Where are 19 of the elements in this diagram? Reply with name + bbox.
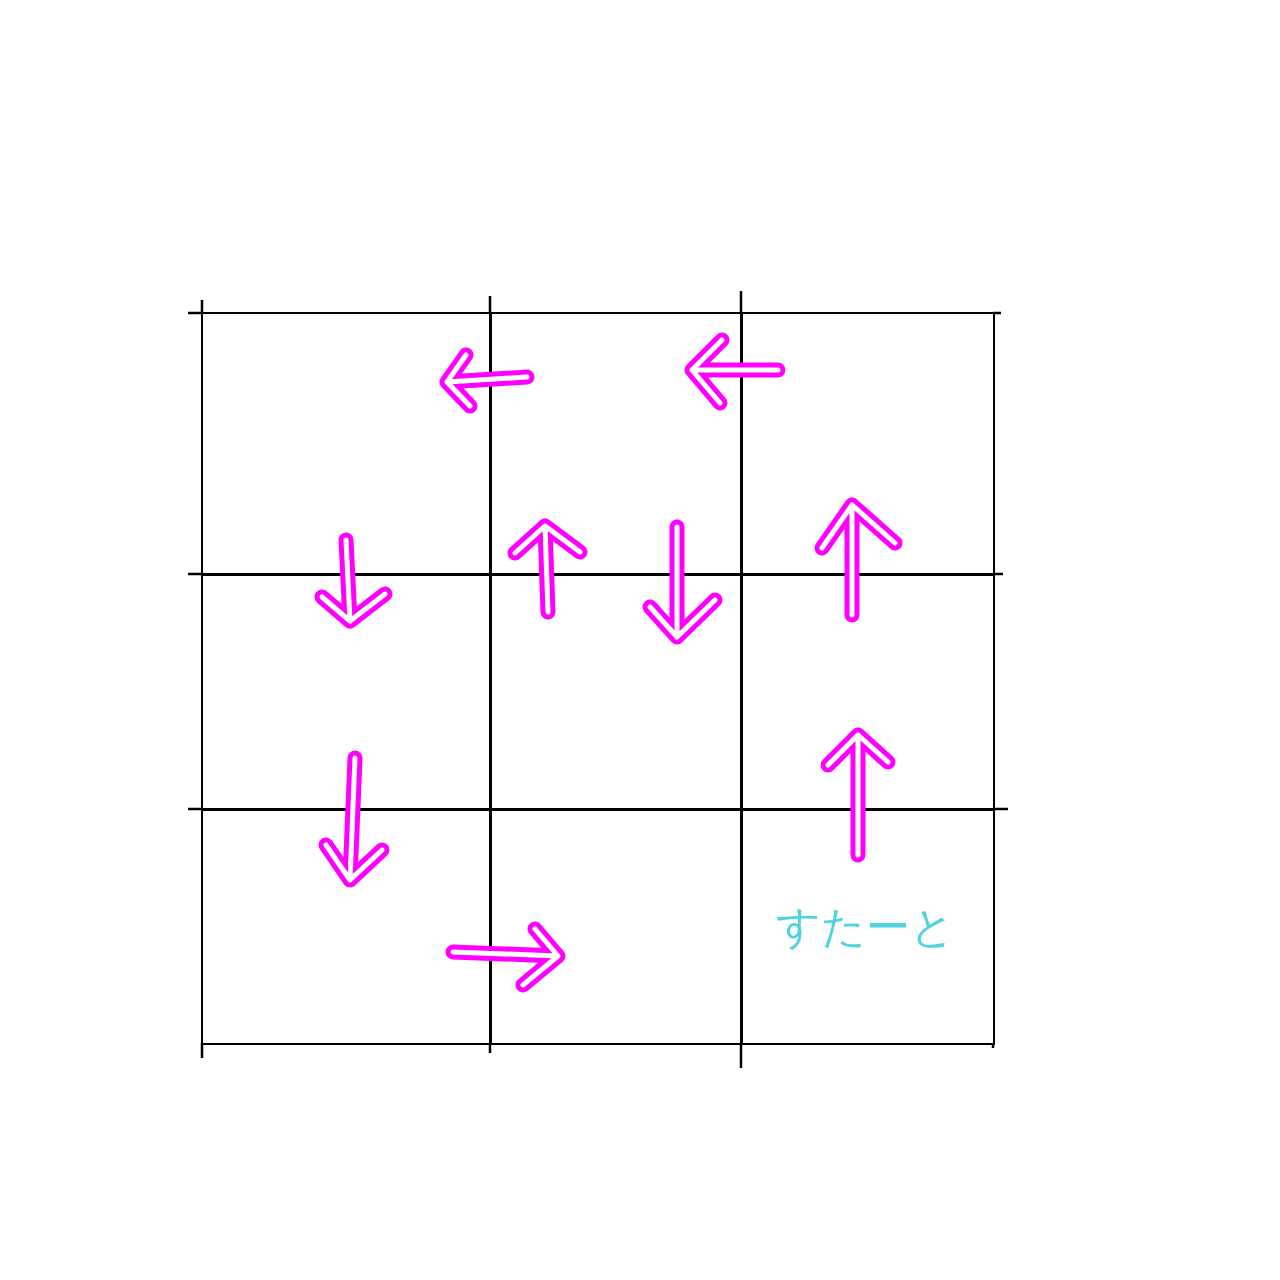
grid-cell: [740, 573, 995, 811]
grid-cell: [201, 312, 492, 576]
arrow: [814, 497, 903, 623]
grid-cell: [201, 808, 492, 1045]
grid-cell: [740, 312, 995, 576]
arrow: [820, 727, 896, 863]
grid-cell: [489, 312, 743, 576]
start-label: すたーと: [776, 900, 955, 954]
arrow: [318, 750, 390, 888]
grid-cell: [201, 573, 492, 811]
arrow: [314, 532, 393, 629]
arrow: [439, 347, 535, 414]
arrow: [445, 921, 566, 993]
grid-cell: [489, 808, 743, 1045]
arrow: [684, 332, 786, 411]
arrow: [507, 518, 588, 620]
grid-cell: [740, 808, 995, 1045]
arrow: [642, 519, 723, 645]
grid-cell: [489, 573, 743, 811]
